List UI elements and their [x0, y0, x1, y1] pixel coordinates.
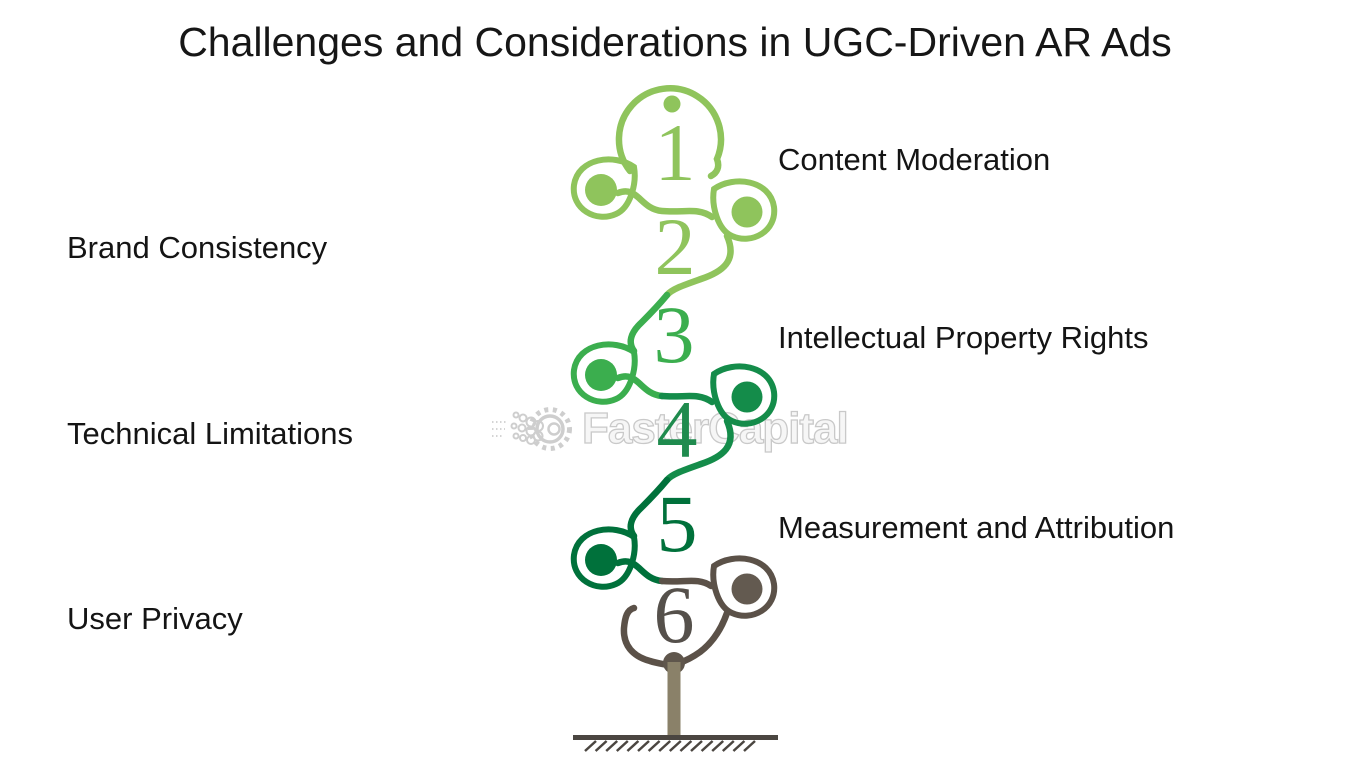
vine-bud-dot	[663, 95, 681, 113]
vine-stem-3-4a	[614, 373, 666, 400]
vine-descent-4b	[627, 476, 671, 540]
step-label-intellectual-property-rights: Intellectual Property Rights	[778, 320, 1149, 355]
step-number-5: 5	[656, 478, 698, 569]
vine-stem-3-4b	[658, 392, 716, 406]
fastercapital-gear-icon	[492, 407, 572, 451]
step-number-4: 4	[656, 384, 698, 475]
ground-hatching	[584, 740, 756, 752]
step-number-1: 1	[654, 107, 696, 198]
step-number-3: 3	[653, 289, 695, 380]
vine-bowl-left	[620, 604, 672, 669]
leaf-dot-6	[731, 573, 763, 605]
leaf-dot-5	[585, 544, 617, 576]
leaf-dot-2	[731, 196, 763, 228]
step-number-2: 2	[654, 201, 696, 292]
step-label-content-moderation: Content Moderation	[778, 142, 1051, 177]
vine-stem-5-6b	[658, 577, 715, 590]
vine-arc-step1	[615, 85, 725, 180]
step-number-6: 6	[653, 569, 695, 660]
vine-descent-4a	[663, 417, 734, 484]
vine-descent-2b	[627, 291, 671, 355]
step-label-technical-limitations: Technical Limitations	[67, 416, 354, 451]
leaf-dot-3	[585, 359, 617, 391]
vine-stem-1-2	[614, 188, 716, 221]
page-title: Challenges and Considerations in UGC-Dri…	[178, 19, 1172, 65]
step-label-measurement-and-attribution: Measurement and Attribution	[778, 510, 1175, 545]
vine-descent-2a	[663, 232, 734, 299]
step-label-brand-consistency: Brand Consistency	[67, 230, 328, 265]
watermark-text: FasterCapital	[581, 403, 849, 453]
leaf-dot-4	[731, 381, 763, 413]
leaf-dot-1	[585, 174, 617, 206]
vine-stem-5-6a	[614, 558, 666, 585]
trunk	[667, 662, 681, 738]
step-label-user-privacy: User Privacy	[67, 601, 243, 636]
